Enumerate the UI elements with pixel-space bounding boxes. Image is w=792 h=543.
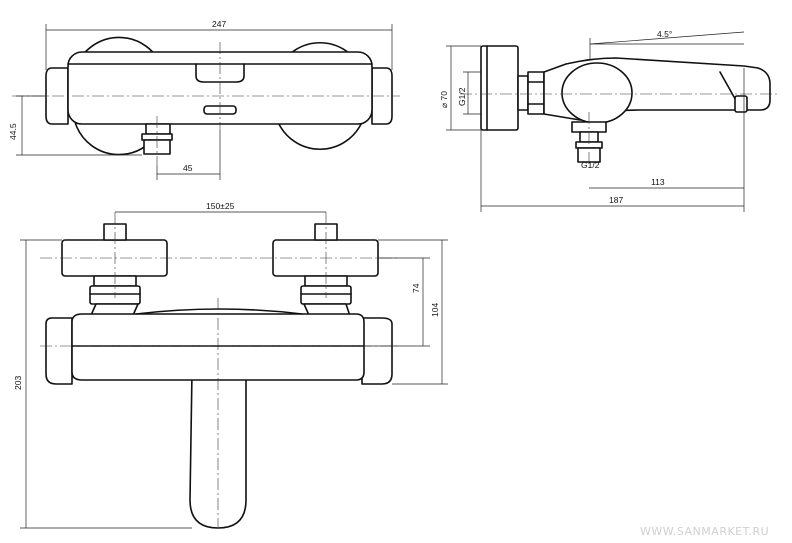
dim-depth-113: 113 xyxy=(651,177,665,187)
side-view xyxy=(446,31,778,212)
dim-width-247: 247 xyxy=(212,19,226,29)
dim-diameter-70: ⌀ 70 xyxy=(439,91,449,108)
dim-height-104: 104 xyxy=(430,303,440,317)
dim-thread-wall: G1/2 xyxy=(457,87,467,106)
dim-height-74: 74 xyxy=(411,283,421,293)
dim-height-44-5: 44.5 xyxy=(8,123,18,140)
dim-center-distance: 150±25 xyxy=(206,201,235,211)
dim-depth-187: 187 xyxy=(609,195,623,205)
dim-angle-4-5: 4.5° xyxy=(657,29,672,39)
front-view xyxy=(20,211,448,529)
watermark: WWW.SANMARKET.RU xyxy=(640,525,769,538)
dim-height-203: 203 xyxy=(13,376,23,390)
dim-offset-45: 45 xyxy=(183,163,193,173)
top-view xyxy=(12,24,400,180)
dim-thread-outlet: G1/2 xyxy=(581,160,600,170)
